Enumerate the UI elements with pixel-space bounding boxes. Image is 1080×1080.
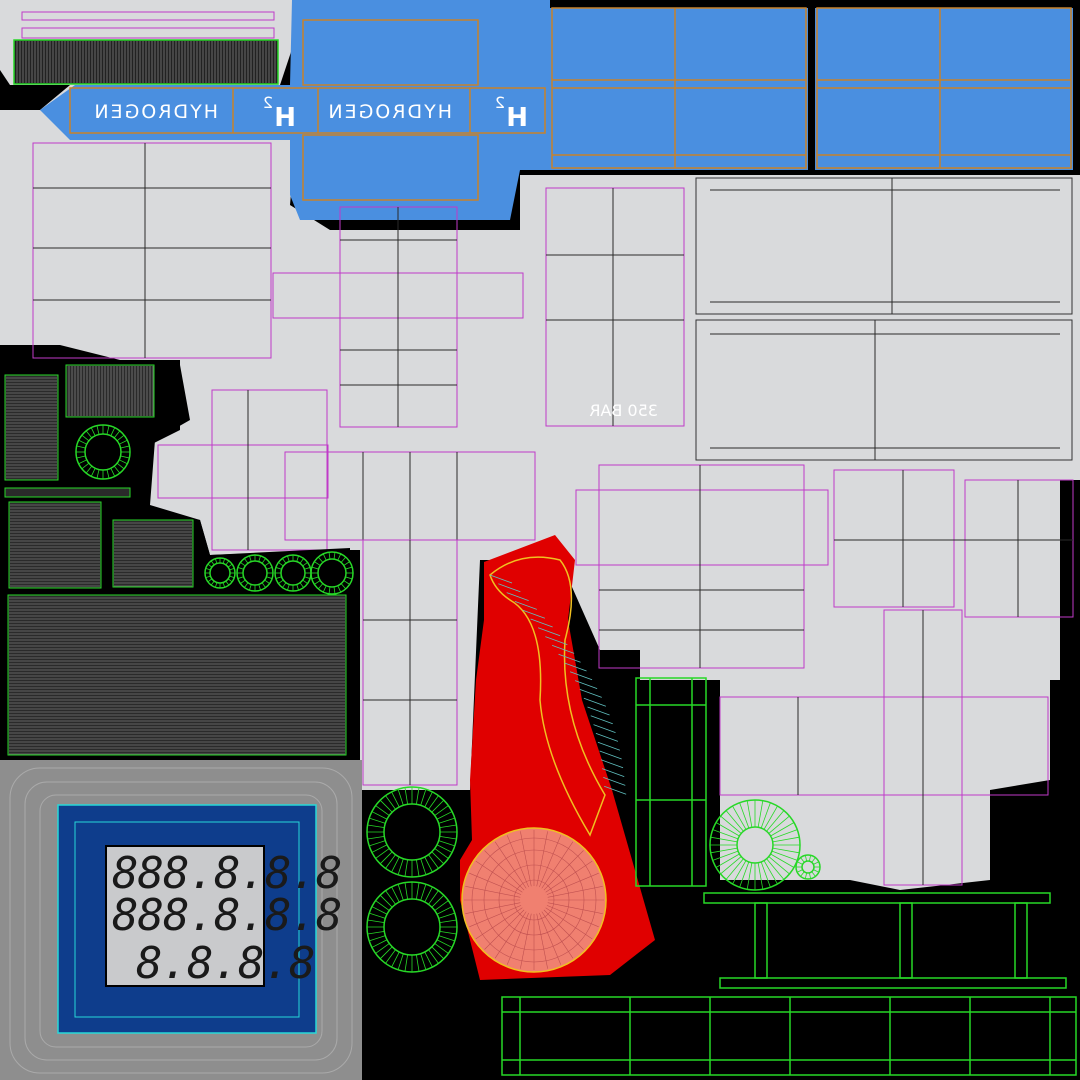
display-bezel-inner bbox=[74, 821, 300, 1018]
ring bbox=[366, 786, 458, 878]
gray-texture-region bbox=[0, 85, 1080, 890]
nozzle-grip-ribs bbox=[489, 574, 627, 795]
hydrogen-label-2: HYDROGEN bbox=[326, 101, 452, 123]
ring bbox=[75, 424, 131, 480]
hydrogen-label-1: HYDROGEN bbox=[92, 101, 218, 123]
blue-panel-wireframe bbox=[69, 7, 1072, 201]
lcd-screen bbox=[105, 845, 265, 987]
h2-symbol-2: H bbox=[506, 103, 528, 133]
blue-band-region bbox=[40, 0, 550, 220]
ring bbox=[366, 881, 458, 973]
gray-panels-wireframe bbox=[32, 142, 1074, 886]
left-grille-blocks bbox=[4, 364, 347, 756]
mechanical-frame bbox=[501, 677, 1077, 1076]
h2-subscript-1: 2 bbox=[263, 93, 273, 112]
h2-symbol-1: H bbox=[274, 103, 296, 133]
blue-panel-right-a bbox=[550, 8, 808, 170]
lcd-row-2: 888.8.8.8 bbox=[112, 890, 341, 941]
ring bbox=[236, 554, 274, 592]
model-mark-label: 350 BAR bbox=[589, 401, 658, 420]
ring bbox=[310, 551, 354, 595]
nozzle-grip-arc bbox=[489, 556, 606, 837]
ring bbox=[709, 799, 801, 891]
h2-subscript-2: 2 bbox=[495, 93, 505, 112]
blue-panel-right-b bbox=[815, 8, 1073, 170]
lcd-row-3: 8.8.8.8 bbox=[136, 938, 314, 989]
ring bbox=[204, 557, 236, 589]
ring-elements bbox=[75, 424, 821, 973]
nozzle-disc-spokes bbox=[464, 830, 604, 970]
left-grille-lines bbox=[6, 41, 345, 755]
display-housing-wire bbox=[9, 767, 353, 1074]
ring bbox=[795, 854, 821, 880]
lcd-row-1: 888.8.8.8 bbox=[112, 848, 341, 899]
